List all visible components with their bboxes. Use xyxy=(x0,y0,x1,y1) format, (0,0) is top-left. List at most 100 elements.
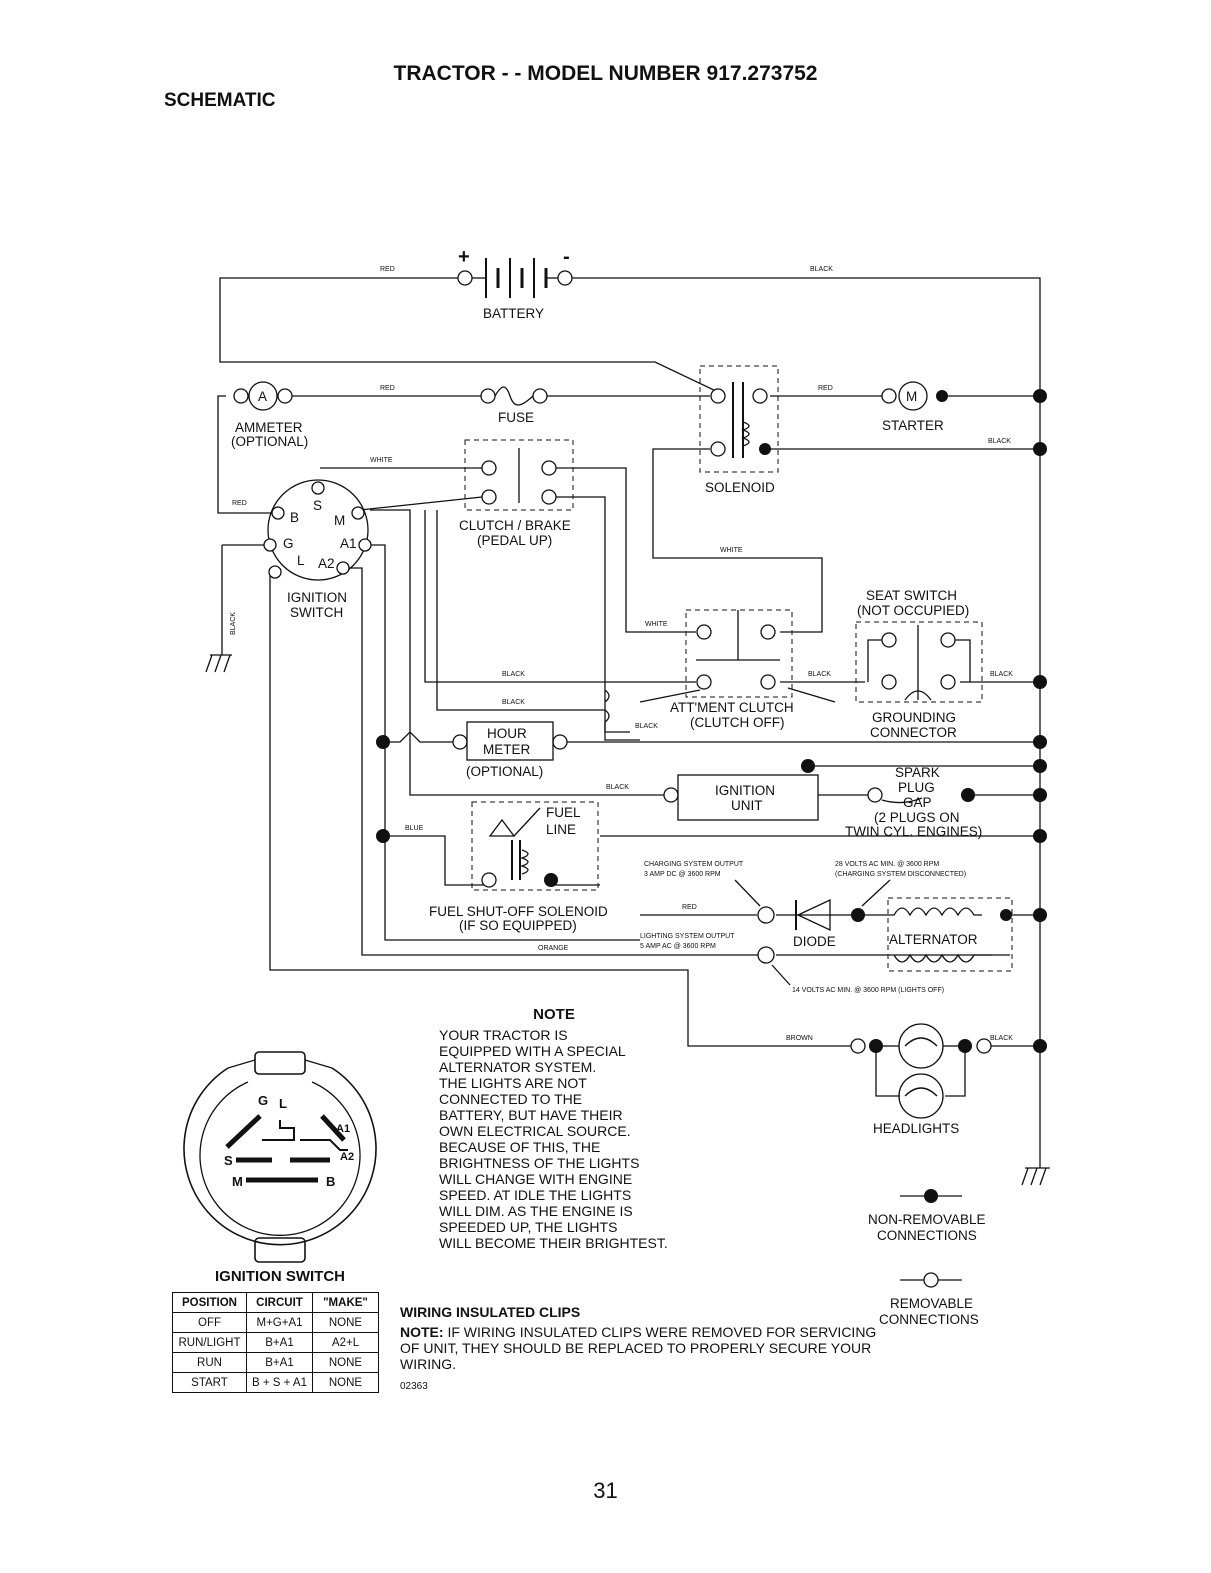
note-line: ALTERNATOR SYSTEM. xyxy=(439,1059,597,1075)
charging-specs: CHARGING SYSTEM OUTPUT 3 AMP DC @ 3600 R… xyxy=(640,861,966,994)
note-line: WILL DIM. AS THE ENGINE IS xyxy=(439,1203,633,1219)
face-label-b: B xyxy=(326,1174,335,1189)
alternator: ALTERNATOR xyxy=(757,897,1013,972)
wire-label-black: BLACK xyxy=(502,671,525,678)
ignition-terminal-l: L xyxy=(297,553,305,568)
wire-solenoid-white xyxy=(652,448,823,633)
face-label-g: G xyxy=(258,1093,268,1108)
wire-label-red: RED xyxy=(380,266,395,273)
legend-removable-label-2: CONNECTIONS xyxy=(879,1312,979,1327)
table-header-circuit: CIRCUIT xyxy=(246,1292,313,1313)
wire-label-black: BLACK xyxy=(990,671,1013,678)
headlights-label: HEADLIGHTS xyxy=(873,1121,959,1136)
insulated-clips-note: WIRING INSULATED CLIPS NOTE: IF WIRING I… xyxy=(400,1304,880,1372)
spark-plugs-count-label: (2 PLUGS ON xyxy=(874,810,960,825)
headlights: HEADLIGHTS xyxy=(850,1023,992,1136)
seat-switch: SEAT SWITCH (NOT OCCUPIED) GROUNDING CON… xyxy=(855,588,983,740)
note-line: BRIGHTNESS OF THE LIGHTS xyxy=(439,1155,640,1171)
fuse: FUSE xyxy=(480,386,548,425)
spark-plug: SPARK PLUG GAP (2 PLUGS ON TWIN CYL. ENG… xyxy=(845,765,982,839)
wire-color-labels: RED BLACK RED RED BLACK WHITE RED WHITE … xyxy=(230,266,1013,1042)
hour-meter-optional-label: (OPTIONAL) xyxy=(466,764,543,779)
wire-m-clutch xyxy=(359,496,483,511)
clips-title: WIRING INSULATED CLIPS xyxy=(400,1304,581,1320)
clips-note-text: IF WIRING INSULATED CLIPS WERE REMOVED F… xyxy=(400,1324,877,1372)
ammeter-optional-label: (OPTIONAL) xyxy=(231,434,308,449)
wire-label-black: BLACK xyxy=(808,671,831,678)
wire-label-red: RED xyxy=(232,500,247,507)
wire-battery-positive xyxy=(219,277,719,393)
wire-clutch-to-attclutch xyxy=(556,496,630,733)
spark-plug-label-2: PLUG xyxy=(898,780,935,795)
table-cell: M+G+A1 xyxy=(246,1312,313,1333)
volts-14-label: 14 VOLTS AC MIN. @ 3600 RPM (LIGHTS OFF) xyxy=(792,987,944,994)
battery-positive-sign: + xyxy=(458,246,470,268)
wire-label-black: BLACK xyxy=(502,699,525,706)
attachment-clutch-label: ATT'MENT CLUTCH xyxy=(670,700,794,715)
table-header-row: POSITION CIRCUIT "MAKE" xyxy=(172,1292,379,1313)
wire-label-blue: BLUE xyxy=(405,825,424,832)
starter: M STARTER xyxy=(881,381,948,433)
fuel-solenoid-equipped-label: (IF SO EQUIPPED) xyxy=(459,918,577,933)
battery-label: BATTERY xyxy=(483,306,544,321)
attachment-clutch-state-label: (CLUTCH OFF) xyxy=(690,715,785,730)
wire-label-red: RED xyxy=(682,904,697,911)
table-row: RUN B+A1 NONE xyxy=(172,1352,379,1373)
diode: DIODE xyxy=(757,898,836,949)
seat-switch-label: SEAT SWITCH xyxy=(866,588,957,603)
wire-label-white: WHITE xyxy=(645,621,668,628)
table-cell: NONE xyxy=(312,1372,379,1393)
note-line: BECAUSE OF THIS, THE xyxy=(439,1139,601,1155)
seat-switch-state-label: (NOT OCCUPIED) xyxy=(857,603,969,618)
wire-headlight-left xyxy=(875,1046,900,1097)
table-cell: B + S + A1 xyxy=(246,1372,313,1393)
wires xyxy=(205,277,1050,1186)
grounding-connector-label: GROUNDING xyxy=(872,710,956,725)
ignition-terminal-b: B xyxy=(290,510,299,525)
wire-label-brown: BROWN xyxy=(786,1035,813,1042)
alternator-note: NOTE YOUR TRACTOR IS EQUIPPED WITH A SPE… xyxy=(439,1007,799,1252)
volts-28-note: (CHARGING SYSTEM DISCONNECTED) xyxy=(835,871,966,878)
note-line: CONNECTED TO THE xyxy=(439,1091,583,1107)
wire-label-white: WHITE xyxy=(720,547,743,554)
ignition-terminal-a2: A2 xyxy=(318,556,335,571)
fuel-line-label: FUEL xyxy=(546,805,581,820)
wire-hour-meter-left xyxy=(383,731,455,743)
spark-gap-label: GAP xyxy=(903,795,932,810)
legend-non-removable-label: NON-REMOVABLE xyxy=(868,1212,986,1227)
ignition-terminal-s: S xyxy=(313,498,322,513)
charging-output-label: CHARGING SYSTEM OUTPUT xyxy=(644,861,744,868)
ignition-unit-label: IGNITION xyxy=(715,783,775,798)
ground-symbol-left xyxy=(205,654,232,673)
wire-ammeter-to-b xyxy=(217,395,272,514)
clutch-brake-state-label: (PEDAL UP) xyxy=(477,533,552,548)
wire-l-brown xyxy=(269,575,858,1047)
ignition-unit-label-2: UNIT xyxy=(731,798,763,813)
table-row: RUN/LIGHT B+A1 A2+L xyxy=(172,1332,379,1353)
note-line: EQUIPPED WITH A SPECIAL xyxy=(439,1043,626,1059)
ignition-switch-label: IGNITION xyxy=(287,590,347,605)
clutch-brake-label: CLUTCH / BRAKE xyxy=(459,518,571,533)
clutch-brake-switch: CLUTCH / BRAKE (PEDAL UP) xyxy=(459,439,574,548)
wire-label-orange: ORANGE xyxy=(538,945,569,952)
legend-removable-label: REMOVABLE xyxy=(890,1296,973,1311)
section-heading: SCHEMATIC xyxy=(164,90,276,111)
wire-headlight-right xyxy=(945,1046,966,1097)
battery: + - BATTERY xyxy=(457,246,573,321)
face-label-s: S xyxy=(224,1153,233,1168)
wire-label-black: BLACK xyxy=(635,723,658,730)
wire-label-black: BLACK xyxy=(606,784,629,791)
fuel-shutoff-solenoid: FUEL LINE FUEL SHUT-OFF SOLENOID (IF SO … xyxy=(429,801,608,933)
page-title: TRACTOR - - MODEL NUMBER 917.273752 xyxy=(393,62,818,85)
wire-label-black: BLACK xyxy=(990,1035,1013,1042)
wire-m-ignition-unit xyxy=(370,509,665,796)
face-label-l: L xyxy=(279,1096,287,1111)
face-label-a2: A2 xyxy=(340,1151,354,1163)
wire-label-black: BLACK xyxy=(988,438,1011,445)
table-row: START B + S + A1 NONE xyxy=(172,1372,379,1393)
charging-output-value: 3 AMP DC @ 3600 RPM xyxy=(644,871,721,878)
solenoid: SOLENOID xyxy=(699,365,779,495)
note-line: YOUR TRACTOR IS xyxy=(439,1027,568,1043)
ignition-switch-label-2: SWITCH xyxy=(290,605,343,620)
